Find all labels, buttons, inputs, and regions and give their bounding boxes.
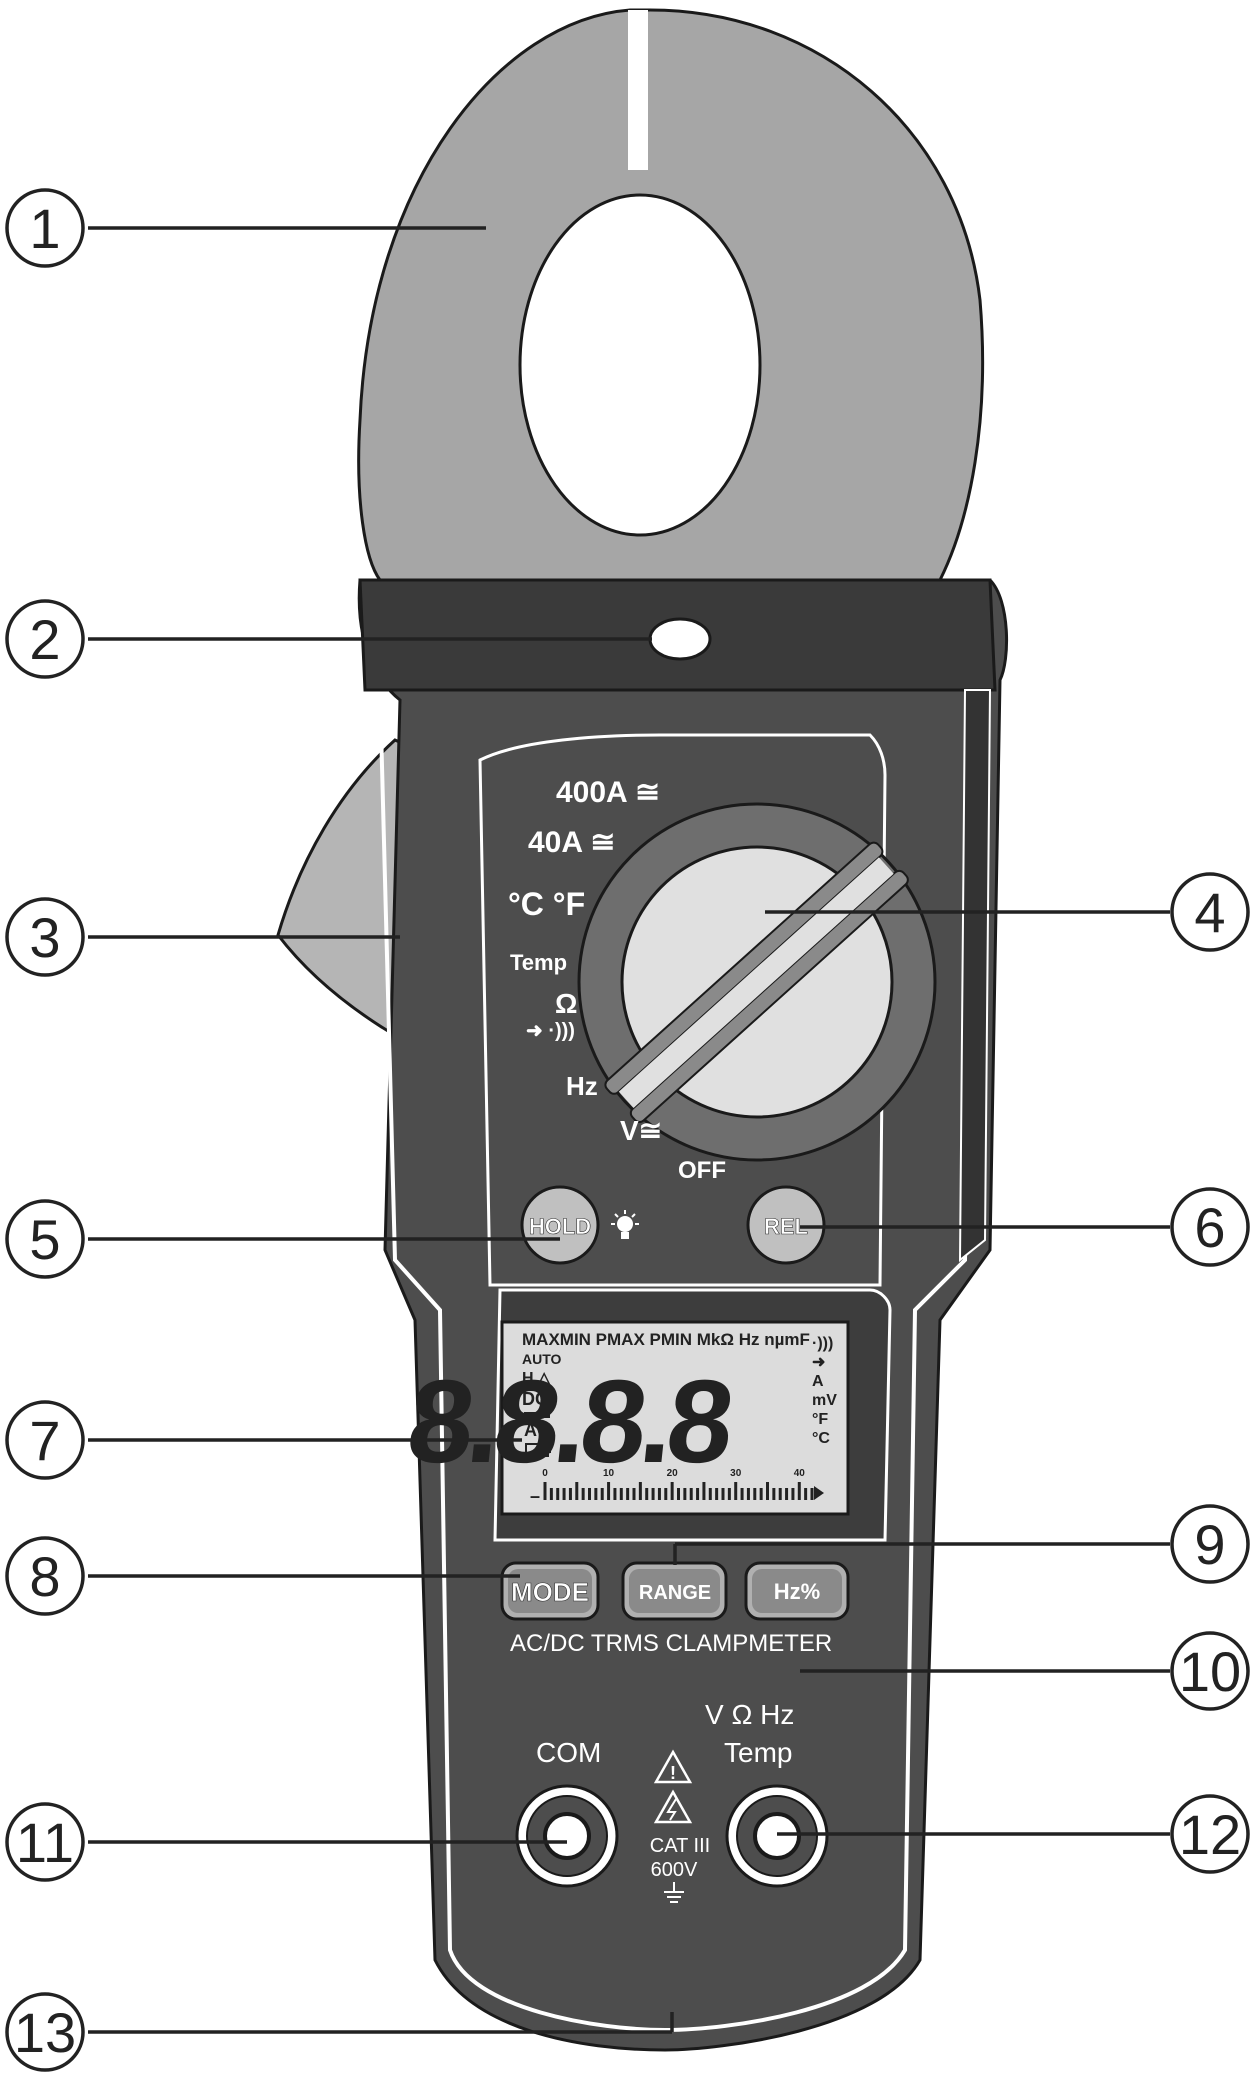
- callout-label: 6: [1194, 1196, 1225, 1259]
- callout-label: 10: [1179, 1640, 1241, 1703]
- svg-text:HOLD: HOLD: [529, 1214, 591, 1239]
- dial-knob-bar[interactable]: [603, 840, 910, 1124]
- callout-6: 6: [1170, 1187, 1250, 1267]
- svg-text:MODE: MODE: [511, 1577, 589, 1607]
- lcd-hold-rel: H △: [522, 1370, 551, 1387]
- callout-9: 9: [1170, 1504, 1250, 1584]
- callout-5: 5: [5, 1199, 85, 1279]
- bargraph-tick-label: 40: [794, 1468, 806, 1479]
- lcd-unit: A: [812, 1373, 824, 1390]
- warning-triangle-icon: !: [653, 1749, 693, 1784]
- dial-pos-volt: V≅: [620, 1115, 662, 1146]
- range-button[interactable]: RANGE: [621, 1561, 728, 1621]
- bargraph-tick-label: 20: [667, 1468, 679, 1479]
- callout-7: 7: [5, 1400, 85, 1480]
- rel-button[interactable]: REL: [746, 1185, 826, 1265]
- callout-label: 5: [29, 1208, 60, 1271]
- com-label: COM: [536, 1737, 601, 1768]
- callout-3: 3: [5, 897, 85, 977]
- dial-pos-400a: 400A ≅: [556, 776, 660, 809]
- lcd-dc-bar: [524, 1412, 550, 1418]
- svg-text:!: !: [670, 1763, 676, 1783]
- lcd-unit: ·))): [812, 1335, 833, 1352]
- callout-label: 3: [29, 906, 60, 969]
- temp-jack-label: Temp: [724, 1737, 792, 1768]
- lcd-ac: AC: [524, 1420, 550, 1440]
- clamp-jaw: [357, 8, 985, 582]
- lcd-bargraph: 0 10 20 30 40: [542, 1468, 824, 1500]
- rotary-selector[interactable]: [577, 802, 937, 1162]
- bargraph-arrow: [814, 1486, 824, 1500]
- lcd-top-row: MAXMIN PMAX PMIN MkΩ Hz nµmF: [522, 1330, 810, 1349]
- cat-rating: CAT III: [650, 1835, 710, 1857]
- lcd-unit: ➜: [812, 1354, 825, 1371]
- callout-8: 8: [5, 1536, 85, 1616]
- lcd-digits: 8.8.8.8: [402, 1356, 738, 1488]
- lcd-unit: °C: [812, 1430, 830, 1447]
- bargraph-tick-label: 0: [542, 1468, 548, 1479]
- callout-label: 11: [16, 1811, 74, 1874]
- dial-pos-temp: Temp: [510, 950, 567, 975]
- lcd-dc: DC: [522, 1389, 548, 1409]
- callout-10: 10: [1170, 1631, 1250, 1711]
- lcd-bargraph-sign: –: [530, 1486, 540, 1506]
- led-flashlight: [648, 617, 712, 661]
- hold-button[interactable]: HOLD: [520, 1185, 600, 1265]
- mode-button[interactable]: MODE: [500, 1561, 600, 1621]
- callout-label: 4: [1194, 881, 1225, 944]
- dial-pos-off: OFF: [678, 1157, 726, 1184]
- dial-pos-ohm: Ω: [555, 988, 577, 1019]
- lcd-display: MAXMIN PMAX PMIN MkΩ Hz nµmF AUTO H △ DC…: [402, 1288, 892, 1542]
- callout-label: 12: [1179, 1803, 1241, 1866]
- callout-label: 8: [29, 1545, 60, 1608]
- voltage-rating: 600V: [651, 1859, 698, 1881]
- lcd-auto: AUTO: [522, 1351, 562, 1367]
- v-ohm-hz-label: V Ω Hz: [705, 1699, 794, 1730]
- dial-pos-hz: Hz: [566, 1071, 598, 1101]
- callout-label: 9: [1194, 1513, 1225, 1576]
- callout-label: 1: [29, 197, 60, 260]
- battery-icon: [525, 1443, 551, 1457]
- callout-4: 4: [1170, 872, 1250, 952]
- high-voltage-icon: [653, 1789, 693, 1824]
- callout-1: 1: [5, 188, 85, 268]
- v-ohm-hz-temp-jack[interactable]: [725, 1784, 829, 1888]
- callout-11: 11: [5, 1802, 85, 1882]
- callout-label: 7: [29, 1409, 60, 1472]
- dial-pos-40a: 40A ≅: [528, 826, 615, 859]
- callout-2: 2: [5, 599, 85, 679]
- feature-label: AC/DC TRMS CLAMPMETER: [510, 1630, 832, 1657]
- dial-pos-diode-buzzer: ➜ ·))): [526, 1020, 575, 1042]
- callout-label: 13: [14, 2001, 76, 2064]
- com-jack[interactable]: [515, 1784, 619, 1888]
- hz-percent-button[interactable]: Hz%: [744, 1561, 850, 1621]
- dial-pos-temp-units: °C °F: [508, 886, 585, 922]
- jaw-split: [628, 10, 648, 170]
- callout-13: 13: [5, 1992, 85, 2072]
- bulb-icon: [611, 1210, 639, 1239]
- svg-text:RANGE: RANGE: [639, 1582, 711, 1604]
- leader-lines: [88, 226, 1170, 2034]
- lcd-unit: °F: [812, 1411, 828, 1428]
- lcd-right-units: ·))) ➜ AmV °F °C: [812, 1335, 837, 1447]
- jaw-opening: [518, 193, 762, 537]
- svg-text:Hz%: Hz%: [774, 1579, 820, 1604]
- bargraph-tick-label: 30: [730, 1468, 742, 1479]
- callout-12: 12: [1170, 1794, 1250, 1874]
- callout-label: 2: [29, 608, 60, 671]
- bargraph-tick-label: 10: [603, 1468, 615, 1479]
- ground-icon: [664, 1882, 684, 1903]
- dial-positions: 400A ≅ 40A ≅ °C °F Temp Ω ➜ ·))) Hz V≅ O…: [508, 776, 726, 1184]
- lcd-unit: mV: [812, 1392, 837, 1409]
